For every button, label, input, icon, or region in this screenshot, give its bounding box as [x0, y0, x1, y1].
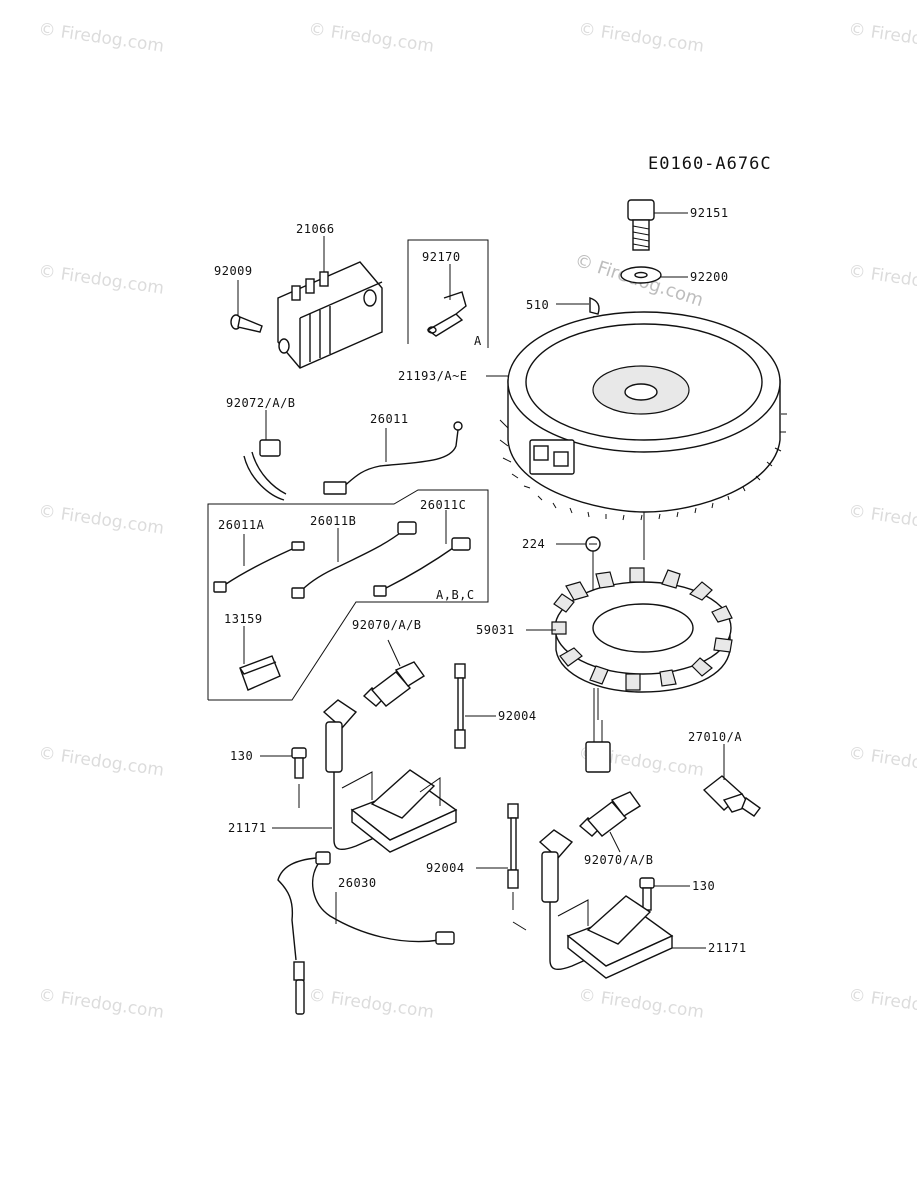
bracket-92170 [407, 239, 489, 348]
ignition-coil-21171-left [272, 699, 458, 853]
label-224[interactable]: 224 [522, 537, 546, 551]
washer-92200 [620, 266, 688, 284]
label-92170-variant: A [474, 334, 482, 348]
band-92072 [243, 410, 287, 501]
cap-92004-top [454, 663, 496, 749]
screw-92009 [230, 280, 263, 333]
diagram-code: E0160-A676C [648, 154, 772, 174]
label-27010[interactable]: 27010/A [688, 730, 743, 744]
label-21066[interactable]: 21066 [296, 222, 335, 236]
label-13159[interactable]: 13159 [224, 612, 263, 626]
label-21171-right[interactable]: 21171 [708, 941, 747, 955]
bolt-92151 [627, 199, 688, 251]
leads-box [207, 489, 489, 701]
label-26011-variants: A,B,C [436, 588, 475, 602]
label-21171-left[interactable]: 21171 [228, 821, 267, 835]
label-26011B[interactable]: 26011B [310, 514, 357, 528]
label-21193[interactable]: 21193/A~E [398, 369, 468, 383]
flywheel-21193 [486, 311, 787, 560]
regulator-21066 [277, 236, 383, 369]
label-59031[interactable]: 59031 [476, 623, 515, 637]
spark-plug-92070-bottom [578, 791, 642, 853]
label-92200[interactable]: 92200 [690, 270, 729, 284]
stator-59031 [526, 567, 733, 773]
lead-26011 [323, 421, 463, 495]
label-26011C[interactable]: 26011C [420, 498, 467, 512]
screw-130-right [639, 877, 690, 911]
spark-plug-92070-top [362, 639, 426, 707]
label-130-left[interactable]: 130 [230, 749, 254, 763]
label-92170[interactable]: 92170 [422, 250, 461, 264]
switch-27010 [702, 744, 761, 817]
label-92070-bottom[interactable]: 92070/A/B [584, 853, 654, 867]
label-130-right[interactable]: 130 [692, 879, 716, 893]
label-92004-top[interactable]: 92004 [498, 709, 537, 723]
label-92070-top[interactable]: 92070/A/B [352, 618, 422, 632]
ignition-coil-21171-right [538, 829, 706, 979]
label-26030[interactable]: 26030 [338, 876, 377, 890]
label-26011[interactable]: 26011 [370, 412, 409, 426]
label-26011A[interactable]: 26011A [218, 518, 265, 532]
label-92072[interactable]: 92072/A/B [226, 396, 296, 410]
label-92151[interactable]: 92151 [690, 206, 729, 220]
label-92009[interactable]: 92009 [214, 264, 253, 278]
cap-92004-bottom [476, 803, 527, 931]
screw-224 [556, 536, 601, 596]
label-510[interactable]: 510 [526, 298, 550, 312]
label-92004-bottom[interactable]: 92004 [426, 861, 465, 875]
screw-130-left [260, 747, 307, 808]
harness-26030 [277, 851, 455, 1015]
